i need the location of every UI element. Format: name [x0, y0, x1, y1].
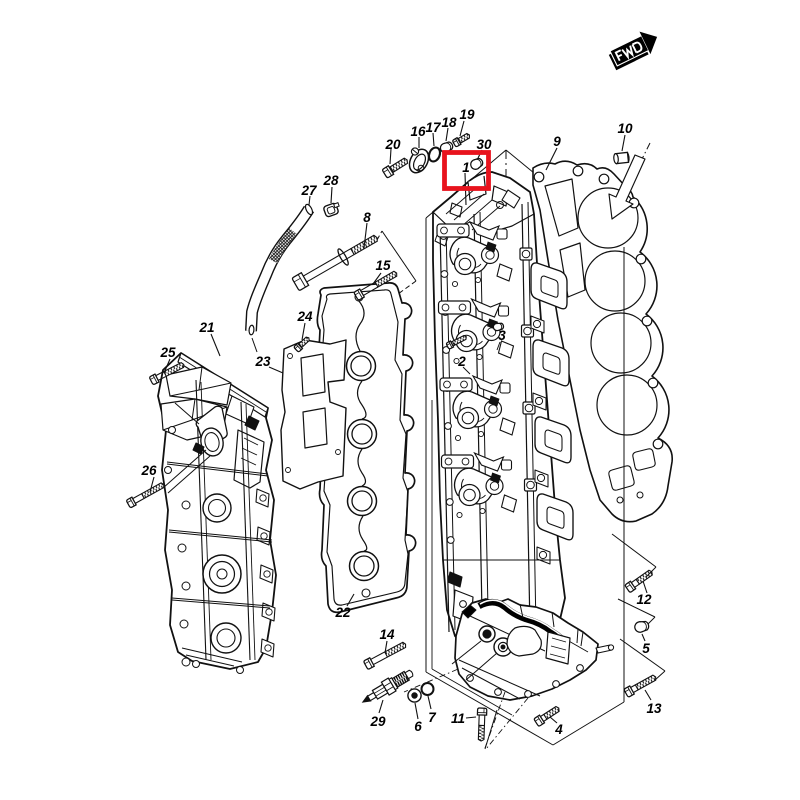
svg-text:21: 21 [198, 320, 214, 335]
svg-text:26: 26 [140, 463, 157, 478]
svg-text:2: 2 [457, 354, 466, 369]
svg-text:24: 24 [296, 309, 313, 324]
svg-text:1: 1 [462, 160, 470, 175]
svg-text:14: 14 [379, 627, 395, 642]
svg-text:27: 27 [300, 183, 318, 198]
svg-text:22: 22 [334, 605, 351, 620]
svg-text:11: 11 [451, 711, 465, 726]
svg-text:18: 18 [441, 115, 457, 130]
svg-text:25: 25 [159, 345, 176, 360]
svg-text:12: 12 [636, 592, 652, 607]
svg-text:10: 10 [617, 121, 633, 136]
svg-text:29: 29 [369, 714, 386, 729]
svg-text:28: 28 [322, 173, 339, 188]
svg-text:15: 15 [375, 258, 391, 273]
svg-text:7: 7 [428, 710, 437, 725]
svg-text:20: 20 [384, 137, 401, 152]
svg-text:3: 3 [498, 328, 506, 343]
svg-text:9: 9 [553, 134, 561, 149]
svg-text:4: 4 [554, 722, 563, 737]
svg-text:19: 19 [459, 107, 475, 122]
svg-text:17: 17 [425, 120, 442, 135]
svg-text:23: 23 [254, 354, 271, 369]
svg-text:6: 6 [414, 719, 422, 734]
svg-text:8: 8 [363, 210, 371, 225]
svg-text:13: 13 [646, 701, 662, 716]
svg-text:30: 30 [476, 137, 492, 152]
svg-text:16: 16 [410, 124, 426, 139]
svg-text:5: 5 [642, 641, 650, 656]
